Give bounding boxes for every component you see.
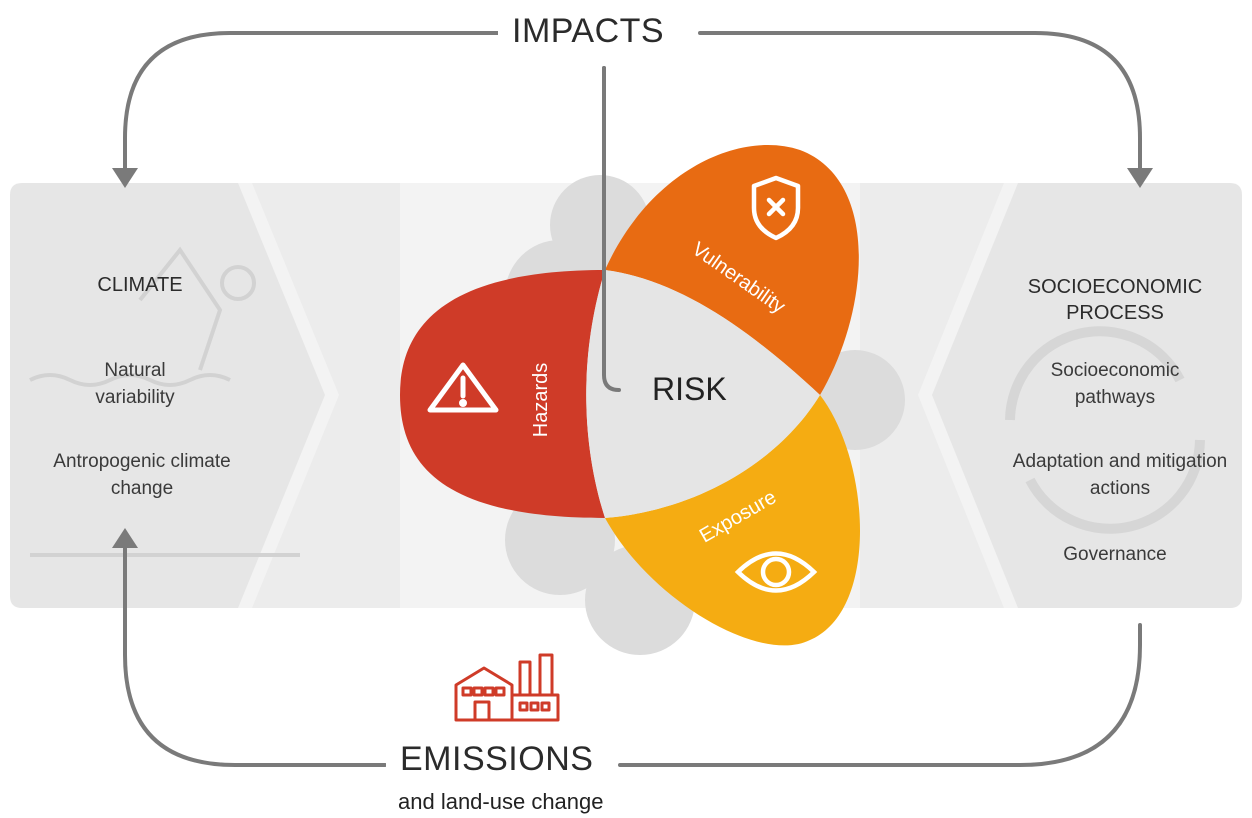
risk-center <box>586 270 820 518</box>
impacts-label: IMPACTS <box>498 12 679 51</box>
climate-heading: CLIMATE <box>97 274 183 296</box>
emissions-label: EMISSIONS <box>386 740 608 779</box>
emissions-sublabel: and land-use change <box>398 789 604 814</box>
eye-icon <box>734 551 818 593</box>
climate-item-natural: Natural variability <box>95 360 175 408</box>
left-chevron <box>252 183 400 608</box>
climate-panel <box>10 183 325 608</box>
socioeconomic-heading: SOCIOECONOMIC PROCESS <box>1027 276 1203 324</box>
socio-item-governance: Governance <box>1063 544 1167 565</box>
climate-item-antropogenic: Antropogenic climate change <box>53 451 231 499</box>
factory-icon <box>454 653 560 722</box>
cycle-arrows <box>123 31 1142 767</box>
socio-item-pathways: Socioeconomic pathways <box>1050 360 1180 408</box>
hazards-label: Hazards <box>530 363 552 437</box>
climate-illustration-icon <box>29 246 300 557</box>
impact-stem <box>602 66 621 392</box>
warning-triangle-icon <box>427 362 499 413</box>
cycle-icon <box>1005 326 1205 534</box>
socioeconomic-panel <box>932 183 1242 608</box>
right-chevron <box>860 183 1004 608</box>
hazards-petal <box>400 270 605 518</box>
arrowheads <box>112 168 1153 548</box>
socio-item-adaptation: Adaptation and mitigation actions <box>1012 451 1228 499</box>
shield-x-icon <box>751 175 801 241</box>
vulnerability-petal <box>605 145 859 395</box>
risk-label: RISK <box>652 371 727 407</box>
